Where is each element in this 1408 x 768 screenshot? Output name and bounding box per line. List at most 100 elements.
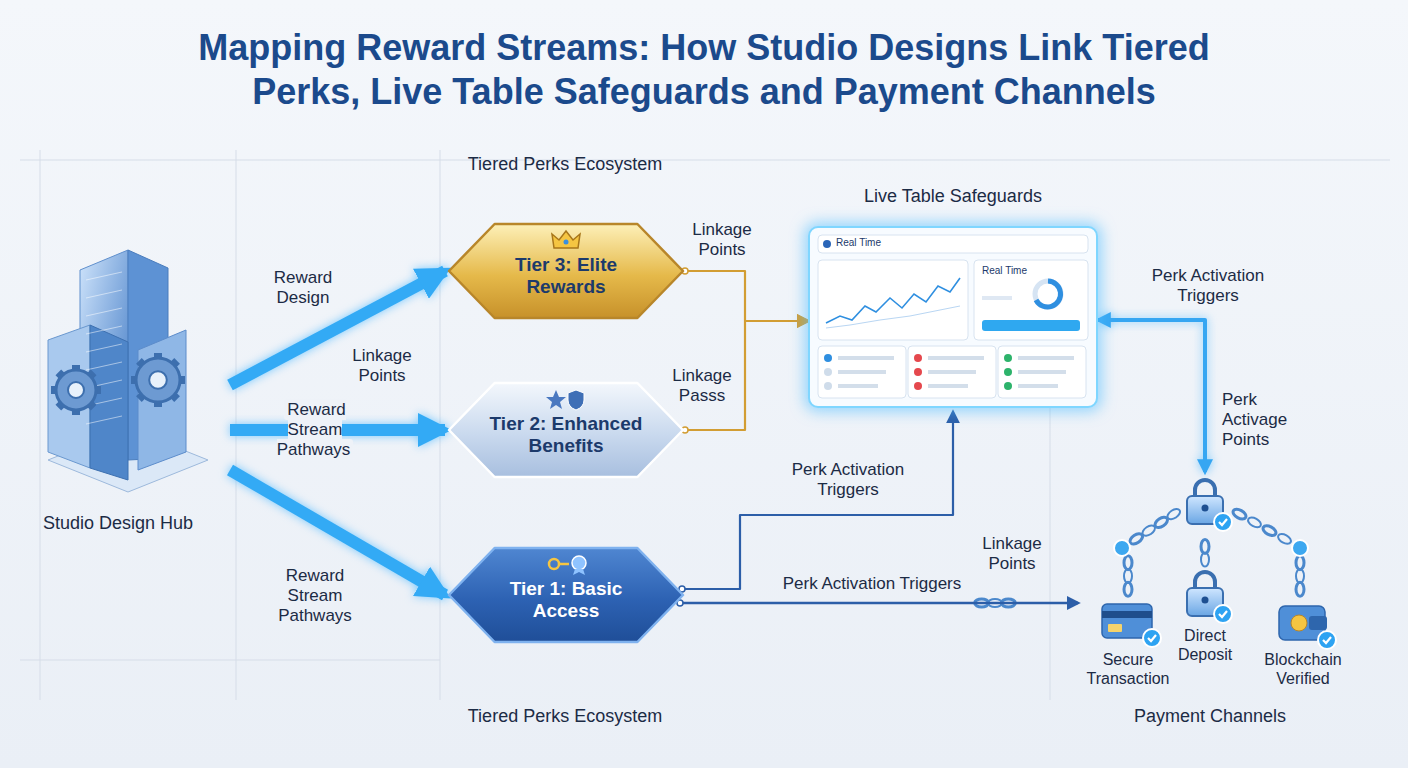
decor-shape [818,235,1088,253]
dashboard-frame: Real TimeReal Time [808,226,1098,408]
decor-shape [1114,540,1130,556]
decor-shape [1035,281,1061,307]
tier-diamond: Tier 2: Enhanced Benefits [447,381,685,479]
decor-shape [20,160,1390,161]
decor-shape [1246,515,1262,529]
dashboard-panel: Live Table SafeguardsReal TimeReal Time [800,182,1106,414]
edge-label: Linkage Points [684,220,760,260]
payment-channel: Secure Transaction [1078,588,1178,696]
edge-label-text: Perk Activation Triggers [1152,266,1264,305]
decor-shape [928,356,984,360]
building-icon [18,230,230,500]
edge-label: Perk Activation Triggers [1133,266,1283,306]
decor-shape [546,390,566,409]
edge-label-text: Perk Activation Triggers [783,574,962,593]
connector-arrow [1098,320,1205,472]
decor-shape [1004,354,1012,362]
decor-shape [914,368,922,376]
decor-shape [982,296,1012,300]
payment-label: Direct Deposit [1160,626,1250,664]
decor-shape [826,278,960,323]
annotation-label: Linkage Points [337,346,427,386]
decor-shape [838,356,894,360]
edge-label: Reward Stream Pathways [265,400,365,460]
decor-shape [1214,513,1232,531]
decor-shape [818,260,968,340]
decor-shape [40,150,41,700]
decor-shape [149,371,167,389]
decor-shape [824,368,832,376]
decor-shape [136,358,180,402]
tier-label: Tier 2: Enhanced Benefits [486,413,646,457]
decor-shape [1143,629,1161,647]
decor-shape [1124,556,1132,570]
payment-icon [1248,596,1358,656]
decor-shape [823,240,831,248]
edge-label-text: Linkage Points [692,220,752,259]
decor-shape [1108,624,1122,632]
lock-icon [1160,474,1250,534]
decor-shape [572,556,586,570]
payment-icon [1160,566,1250,626]
decor-shape [1231,507,1247,521]
tier-icon [536,552,596,576]
annotation-label: Linkage Points [967,534,1057,574]
edge-label: Reward Design [253,268,353,308]
decor-shape [90,325,128,480]
decor-shape [1018,370,1066,374]
decor-shape [1148,635,1156,641]
decor-shape [131,353,185,407]
decor-shape [1018,384,1058,388]
edge-label-text: Reward Design [274,268,333,307]
annotation-label: Tiered Perks Ecosystem [445,154,685,174]
tier-diamond: Tier 1: Basic Access [447,546,685,644]
decor-shape [449,383,683,477]
edge-label: Reward Stream Pathways [265,566,365,626]
annotation-label: Tiered Perks Ecosystem [445,706,685,726]
decor-shape [1296,582,1304,596]
payment-channel: Direct Deposit [1160,472,1250,672]
decor-shape [1202,505,1209,512]
decor-shape [824,354,832,362]
tier-label: Tier 3: Elite Rewards [486,254,646,298]
decor-shape [1202,597,1209,604]
tier-diamond: Tier 3: Elite Rewards [447,222,685,320]
decor-shape [568,390,584,410]
node-label: Studio Design Hub [18,512,218,534]
decor-shape [1261,524,1277,538]
decor-shape [1318,631,1336,649]
decor-shape [559,563,569,566]
decor-shape [838,384,878,388]
decor-shape [1296,556,1304,570]
connector-arrow [680,602,1078,604]
decor-shape [1219,519,1227,525]
connector-arrow [682,412,953,589]
decor-shape [449,548,683,642]
decor-shape [86,344,122,352]
decor-shape [1219,611,1227,617]
payment-channel: Blockchain Verified [1248,588,1358,696]
decor-shape [982,320,1080,331]
panel-tab-text: Real Time [836,236,881,250]
decor-shape [1214,605,1232,623]
connector-arrow [685,271,808,321]
decor-shape [838,370,886,374]
decor-shape [20,660,440,661]
edge-label-text: Reward Stream Pathways [277,399,354,460]
decor-shape [1276,532,1292,546]
decor-shape [86,308,122,316]
decor-shape [1201,553,1209,567]
decor-shape [928,370,976,374]
edge-label: Linkage Passs [664,366,740,406]
dashboard-art [810,228,1096,406]
decor-shape [20,150,1390,700]
decor-shape [86,362,122,370]
decor-shape [1143,629,1161,647]
decor-shape [1291,615,1307,631]
decor-shape [1318,631,1336,649]
edge-label-text: Perk Activation Triggers [792,460,904,499]
payment-icon [1078,596,1178,656]
decor-shape [818,346,906,398]
decor-shape [564,240,569,245]
